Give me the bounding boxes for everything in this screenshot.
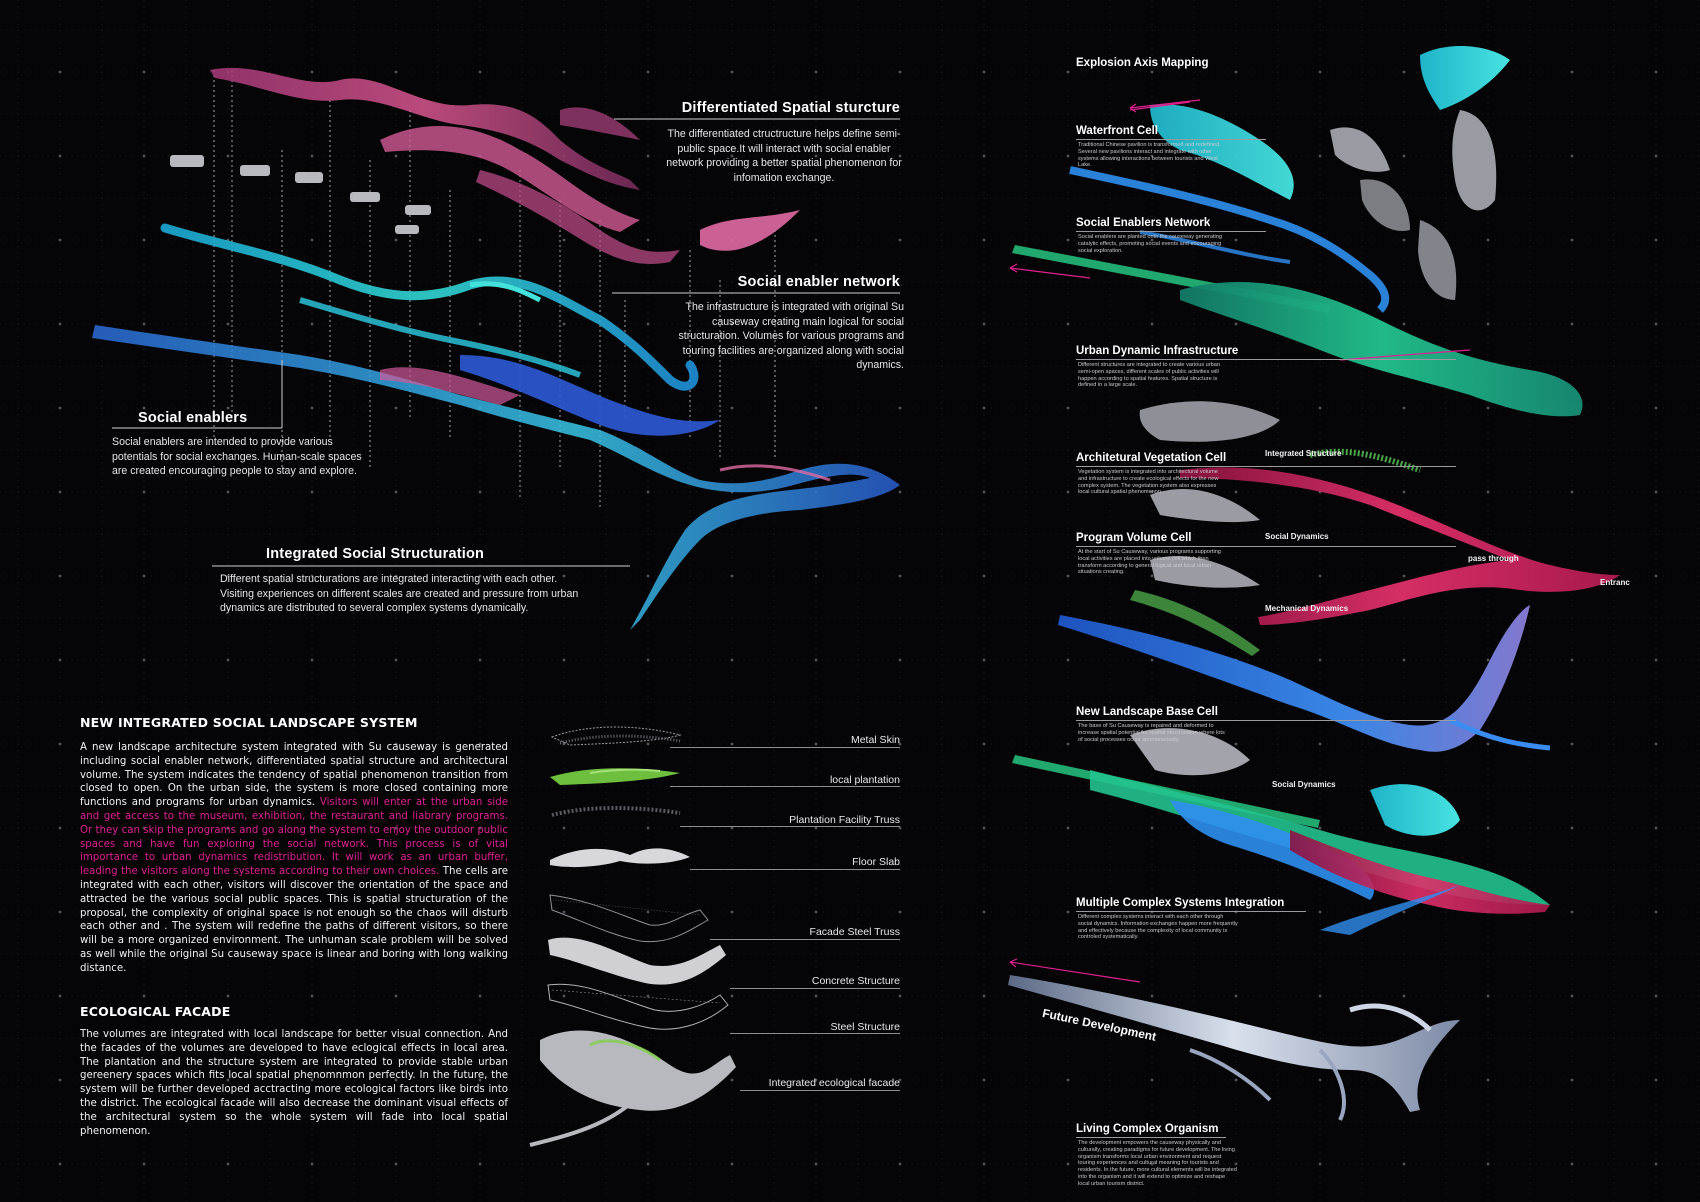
cell-title-urban-dynamic: Urban Dynamic Infrastructure [1076, 345, 1239, 357]
living-organism-graphic [1008, 975, 1460, 1121]
program-volume-graphic [1150, 489, 1260, 523]
vegetation-cell-graphic [1180, 467, 1620, 625]
leader-line [670, 786, 900, 787]
label-entrance: Entranc [1600, 578, 1630, 587]
callout-body-integrated: Different spatial structurations are int… [220, 573, 579, 615]
explosion-axis-illustration [1008, 45, 1620, 1121]
callout-body-differentiated: The differentiated ctructructure helps d… [666, 128, 902, 184]
pink-spatial-structure [210, 67, 800, 264]
facade-layer-stack [529, 726, 736, 1147]
layer-concrete-structure [548, 937, 726, 985]
cell-title-program-volume: Program Volume Cell [1076, 532, 1192, 544]
cell-rule [1076, 911, 1306, 912]
cell-title-landscape-base: New Landscape Base Cell [1076, 706, 1218, 718]
leader-line [670, 747, 900, 748]
callout-title-social-enablers: Social enablers [138, 410, 248, 426]
ecological-title: ECOLOGICAL FACADE [80, 1004, 231, 1019]
callout-title-integrated: Integrated Social Structuration [266, 546, 485, 562]
cell-desc-social-enablers: Social enablers are planted onto the cau… [1078, 234, 1222, 254]
exploded-axonometric-illustration [92, 67, 900, 630]
system-text-a: A new landscape architecture system inte… [80, 742, 508, 809]
integrated-social-structuration-ribbon [92, 325, 900, 630]
leader-line [680, 826, 900, 827]
label-social-dynamics: Social Dynamics [1265, 532, 1329, 541]
layer-label-facade-steel-truss: Facade Steel Truss [809, 926, 900, 938]
callout-title-social-network: Social enabler network [737, 274, 900, 290]
callout-body-social-enablers: Social enablers are intended to provide … [112, 436, 362, 478]
layer-label-steel-structure: Steel Structure [830, 1021, 900, 1033]
grey-sculpture-pieces [1330, 110, 1497, 300]
mechanical-dynamics-mesh [1130, 590, 1260, 656]
leader-line [730, 1033, 900, 1034]
cell-title-living-organism: Living Complex Organism [1076, 1123, 1219, 1135]
integrated-structure-graphic [1139, 401, 1280, 442]
label-social-dynamics-2: Social Dynamics [1272, 780, 1336, 789]
dynamics-arrows [1009, 99, 1471, 983]
leader-line [710, 939, 900, 940]
layer-steel-structure [547, 983, 729, 1030]
cell-rule [1076, 720, 1456, 721]
cell-desc-landscape-base: The base of Su Causeway is repaired and … [1078, 723, 1225, 743]
layer-facade-steel-truss [549, 894, 709, 943]
label-integrated-structure: Integrated Structure [1265, 449, 1342, 458]
layer-metal-skin [550, 726, 682, 746]
label-pass-through: pass through [1468, 554, 1519, 563]
landscape-base-graphic [1058, 605, 1551, 752]
cell-rule [1076, 466, 1456, 467]
cell-rule [1076, 359, 1456, 360]
cell-desc-living-organism: The development empowers the causeway ph… [1078, 1140, 1237, 1187]
cell-desc-integration: Different complex systems interact with … [1078, 914, 1238, 941]
cyan-social-enabler-network [160, 223, 699, 391]
cell-desc-vegetation: Vegetation system is integrated into arc… [1078, 469, 1219, 496]
cell-desc-waterfront: Traditional Chinese pavilion is transfor… [1078, 142, 1221, 169]
leader-line [740, 1090, 900, 1091]
layer-label-integrated-facade: Integrated ecological facade [768, 1077, 900, 1089]
cell-title-waterfront: Waterfront Cell [1076, 125, 1158, 137]
cell-rule [1076, 546, 1456, 547]
systems-integration-graphic [1012, 755, 1550, 935]
program-volume-graphic-2 [1150, 556, 1260, 588]
leader-lines [213, 70, 776, 510]
system-title: NEW INTEGRATED SOCIAL LANDSCAPE SYSTEM [80, 715, 418, 730]
leader-line [690, 869, 900, 870]
social-enabler-modules [170, 155, 431, 234]
layer-label-floor-slab: Floor Slab [852, 856, 900, 868]
layer-floor-slab [550, 848, 690, 868]
layer-integrated-facade [529, 1030, 736, 1147]
cell-title-integration: Multiple Complex Systems Integration [1076, 897, 1285, 909]
layer-local-plantation [550, 768, 680, 785]
cell-rule [1076, 1137, 1226, 1138]
layer-plantation-truss [551, 806, 681, 817]
cell-title-vegetation: Architetural Vegetation Cell [1076, 452, 1227, 464]
layer-label-metal-skin: Metal Skin [850, 734, 900, 746]
system-text-b: The cells are integrated with each other… [80, 866, 508, 974]
system-text-highlight: Visitors will enter at the urban side an… [80, 797, 508, 878]
layer-label-plantation-truss: Plantation Facility Truss [789, 814, 900, 826]
cell-rule [1076, 231, 1266, 232]
layer-label-local-plantation: local plantation [829, 774, 900, 786]
cell-desc-urban-dynamic: Different structures are integrated to c… [1078, 362, 1220, 389]
layer-label-concrete-structure: Concrete Structure [811, 975, 900, 987]
vegetation-mesh [1309, 448, 1421, 473]
right-title: Explosion Axis Mapping [1076, 57, 1209, 69]
ecological-text: The volumes are integrated with local la… [80, 1029, 508, 1137]
cell-rule [1076, 139, 1266, 140]
callout-body-social-network: The infrastructure is integrated with or… [678, 301, 904, 372]
urban-dynamic-infrastructure-graphic [1180, 281, 1583, 417]
system-text: A new landscape architecture system inte… [80, 741, 508, 976]
social-enablers-network-graphic [1069, 166, 1390, 313]
cell-title-social-enablers: Social Enablers Network [1076, 217, 1211, 229]
label-mechanical-dynamics: Mechanical Dynamics [1265, 604, 1349, 613]
social-dynamics-graphic [1130, 728, 1250, 776]
cell-desc-program-volume: At the start of Su Causeway, various pro… [1078, 549, 1221, 576]
leader-line [730, 988, 900, 989]
callout-title-differentiated: Differentiated Spatial sturcture [681, 100, 900, 116]
waterfront-cell-graphic [1129, 45, 1510, 200]
